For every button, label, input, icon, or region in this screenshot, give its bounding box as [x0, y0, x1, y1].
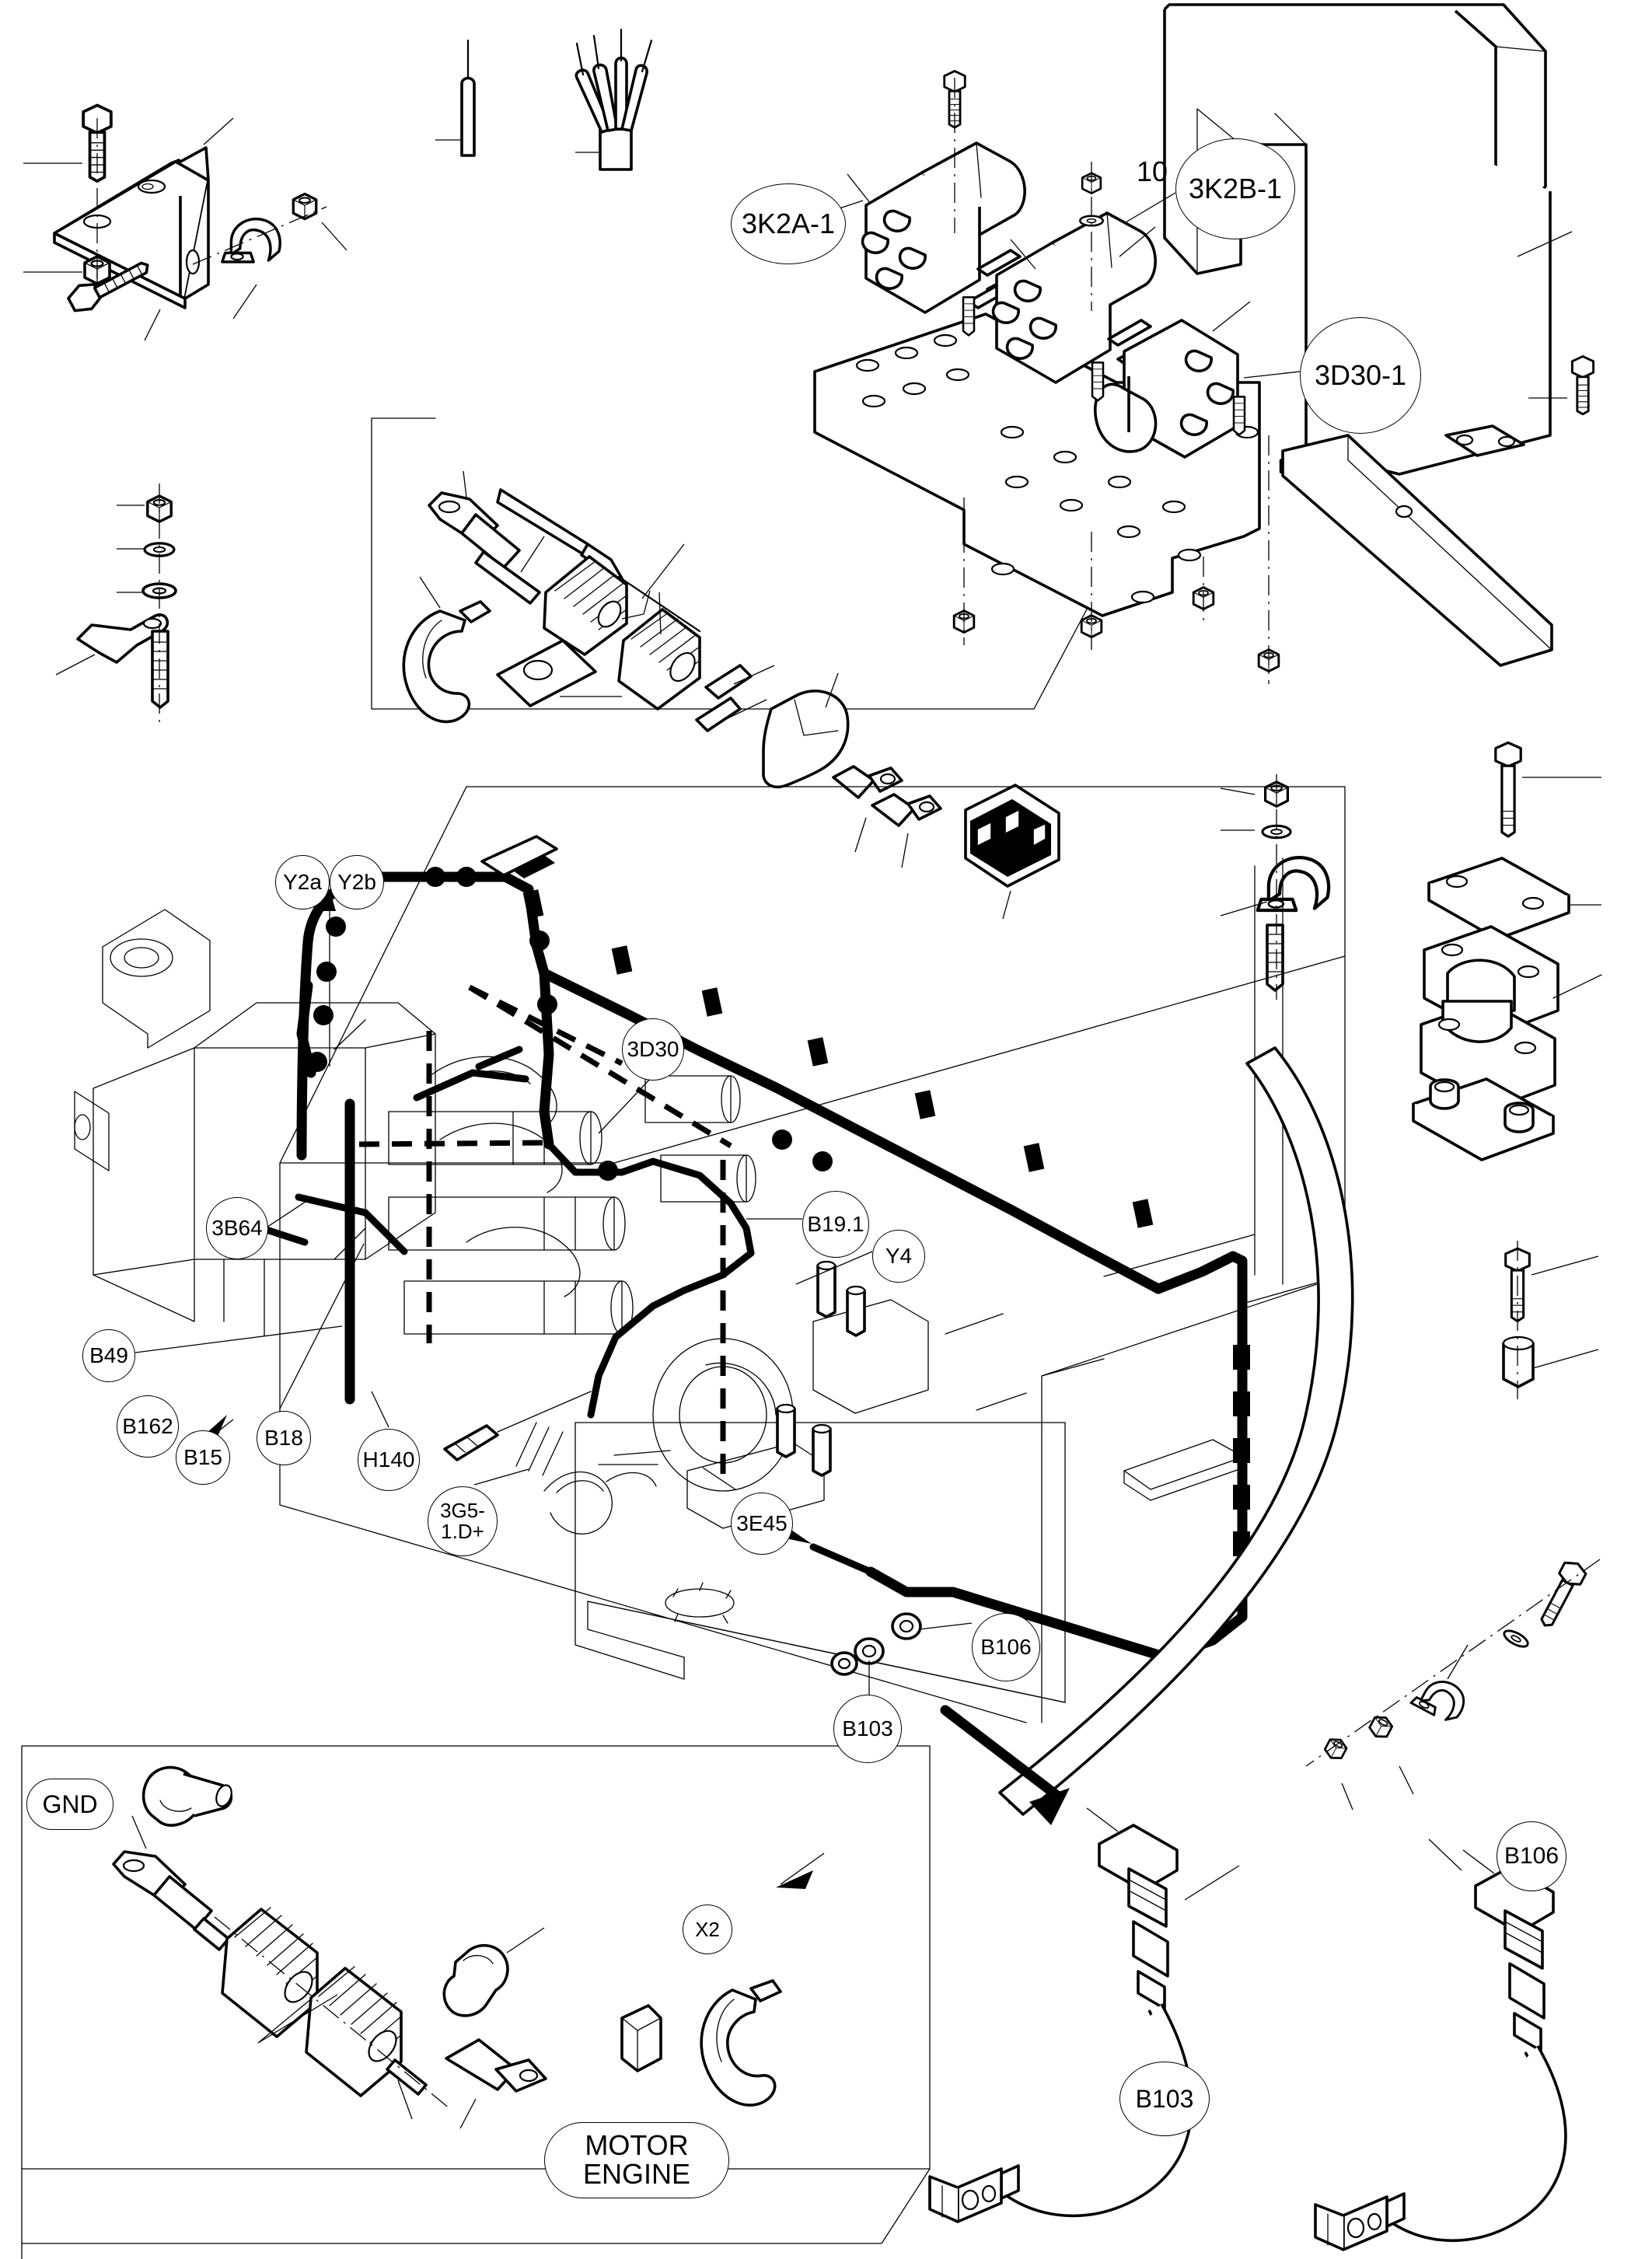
callout-3d30[interactable]: 3D30 [622, 1018, 684, 1081]
callout-gnd[interactable]: GND [26, 1779, 114, 1830]
callout-b106[interactable]: B106 [972, 1613, 1040, 1681]
callout-b103[interactable]: B103 [1119, 2062, 1210, 2136]
art-relay-panel-assembly [813, 3, 1595, 684]
art-group-frame-upper [371, 417, 1089, 710]
callout-x2[interactable]: X2 [683, 1905, 732, 1954]
callout-b19-1[interactable]: B19.1 [802, 1191, 869, 1258]
callout-b15[interactable]: B15 [176, 1430, 230, 1485]
callout-3g5-1-d-[interactable]: 3G5- 1.D+ [428, 1486, 498, 1556]
callout-h140[interactable]: H140 [358, 1429, 420, 1491]
art-machine-body [74, 786, 1346, 1723]
callout-motor-engine[interactable]: MOTOR ENGINE [544, 2122, 729, 2198]
callout-3d30-1[interactable]: 3D30-1 [1300, 317, 1421, 434]
art-sensor-cable-b103 [928, 1807, 1240, 2223]
art-cable-joint-assembly [402, 470, 1060, 920]
art-wiring-harness [234, 835, 1354, 1889]
callout-3e45[interactable]: 3E45 [731, 1493, 793, 1555]
art-group-frame-lower [21, 1745, 931, 2259]
callout-y4[interactable]: Y4 [872, 1230, 925, 1283]
callout-b18[interactable]: B18 [257, 1411, 311, 1465]
art-right-hardware-column [1220, 741, 1602, 1810]
art-ground-terminal-stack [55, 484, 177, 723]
callout-b49[interactable]: B49 [82, 1329, 135, 1382]
callout-b103[interactable]: B103 [833, 1695, 902, 1763]
callout-3k2b-1[interactable]: 3K2B-1 [1175, 138, 1295, 239]
callout-3k2a-1[interactable]: 3K2A-1 [731, 183, 846, 264]
callout-b106[interactable]: B106 [1497, 1821, 1566, 1891]
art-wire-symbols [435, 28, 653, 171]
art-sensor-cable-b106 [1314, 1838, 1567, 2251]
callout-3b64[interactable]: 3B64 [206, 1197, 268, 1259]
art-b103-b106-terminals [830, 1612, 973, 1695]
callout-b162[interactable]: B162 [117, 1395, 179, 1458]
plain-label-10: 10 [1137, 155, 1168, 187]
callout-y2a[interactable]: Y2a [275, 855, 330, 910]
callout-y2b[interactable]: Y2b [330, 855, 384, 910]
art-gnd-cable-assembly [112, 1765, 782, 2129]
art-bracket-assembly-topleft [23, 103, 348, 341]
